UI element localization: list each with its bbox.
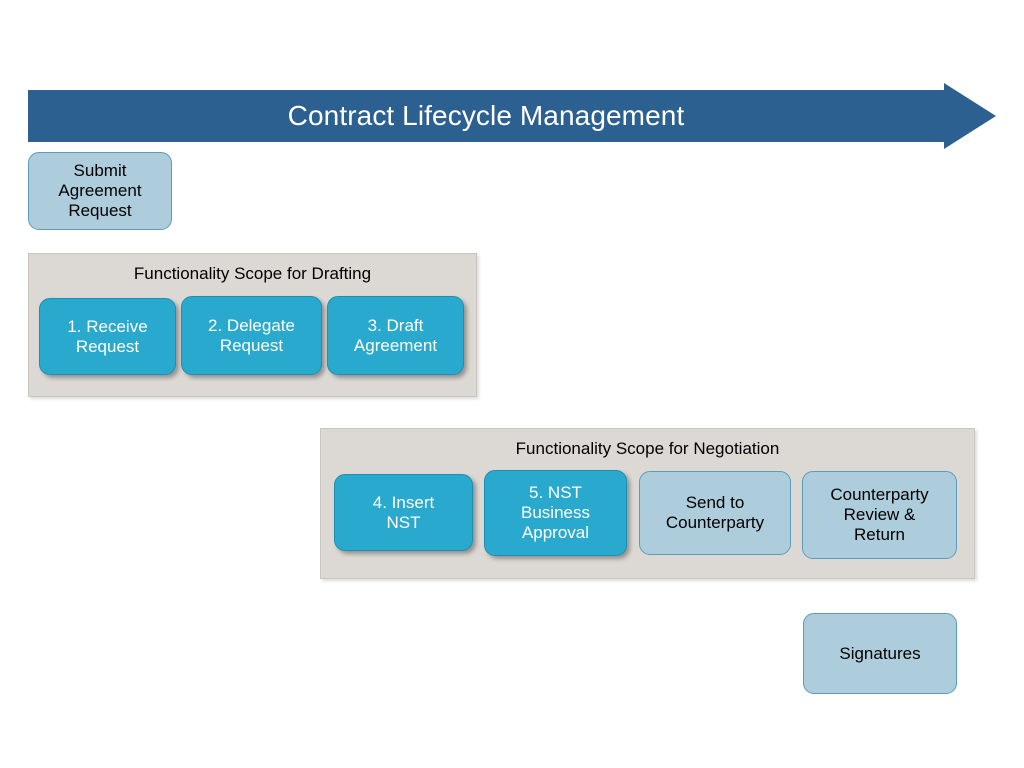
node-step-2-delegate-request[interactable]: 2. Delegate Request: [181, 296, 322, 375]
node-label: 5. NST Business Approval: [521, 483, 590, 542]
group-title-drafting: Functionality Scope for Drafting: [133, 264, 372, 283]
node-label: 3. Draft Agreement: [353, 315, 438, 355]
node-step-4-insert-nst[interactable]: 4. Insert NST: [334, 474, 473, 551]
node-label: Counterparty Review & Return: [830, 485, 929, 544]
node-counterparty-review-return[interactable]: Counterparty Review & Return: [802, 471, 957, 559]
node-step-3-draft-agreement[interactable]: 3. Draft Agreement: [327, 296, 464, 375]
node-submit-agreement-request[interactable]: Submit Agreement Request: [28, 152, 172, 230]
node-label: Signatures: [839, 643, 921, 663]
node-label: 1. Receive Request: [67, 316, 148, 356]
group-title-negotiation: Functionality Scope for Negotiation: [515, 439, 780, 458]
page-title: Contract Lifecycle Management: [287, 100, 685, 131]
node-label: 4. Insert NST: [372, 492, 435, 532]
node-send-to-counterparty[interactable]: Send to Counterparty: [639, 471, 791, 555]
arrow-shape-icon: [28, 83, 996, 149]
node-label: 2. Delegate Request: [208, 315, 295, 355]
node-step-1-receive-request[interactable]: 1. Receive Request: [39, 298, 176, 375]
node-label: Send to Counterparty: [665, 493, 765, 532]
node-signatures[interactable]: Signatures: [803, 613, 957, 694]
node-step-5-nst-business-approval[interactable]: 5. NST Business Approval: [484, 470, 627, 556]
process-banner-arrow: Contract Lifecycle Management: [28, 83, 996, 149]
node-label: Submit Agreement Request: [58, 161, 142, 220]
